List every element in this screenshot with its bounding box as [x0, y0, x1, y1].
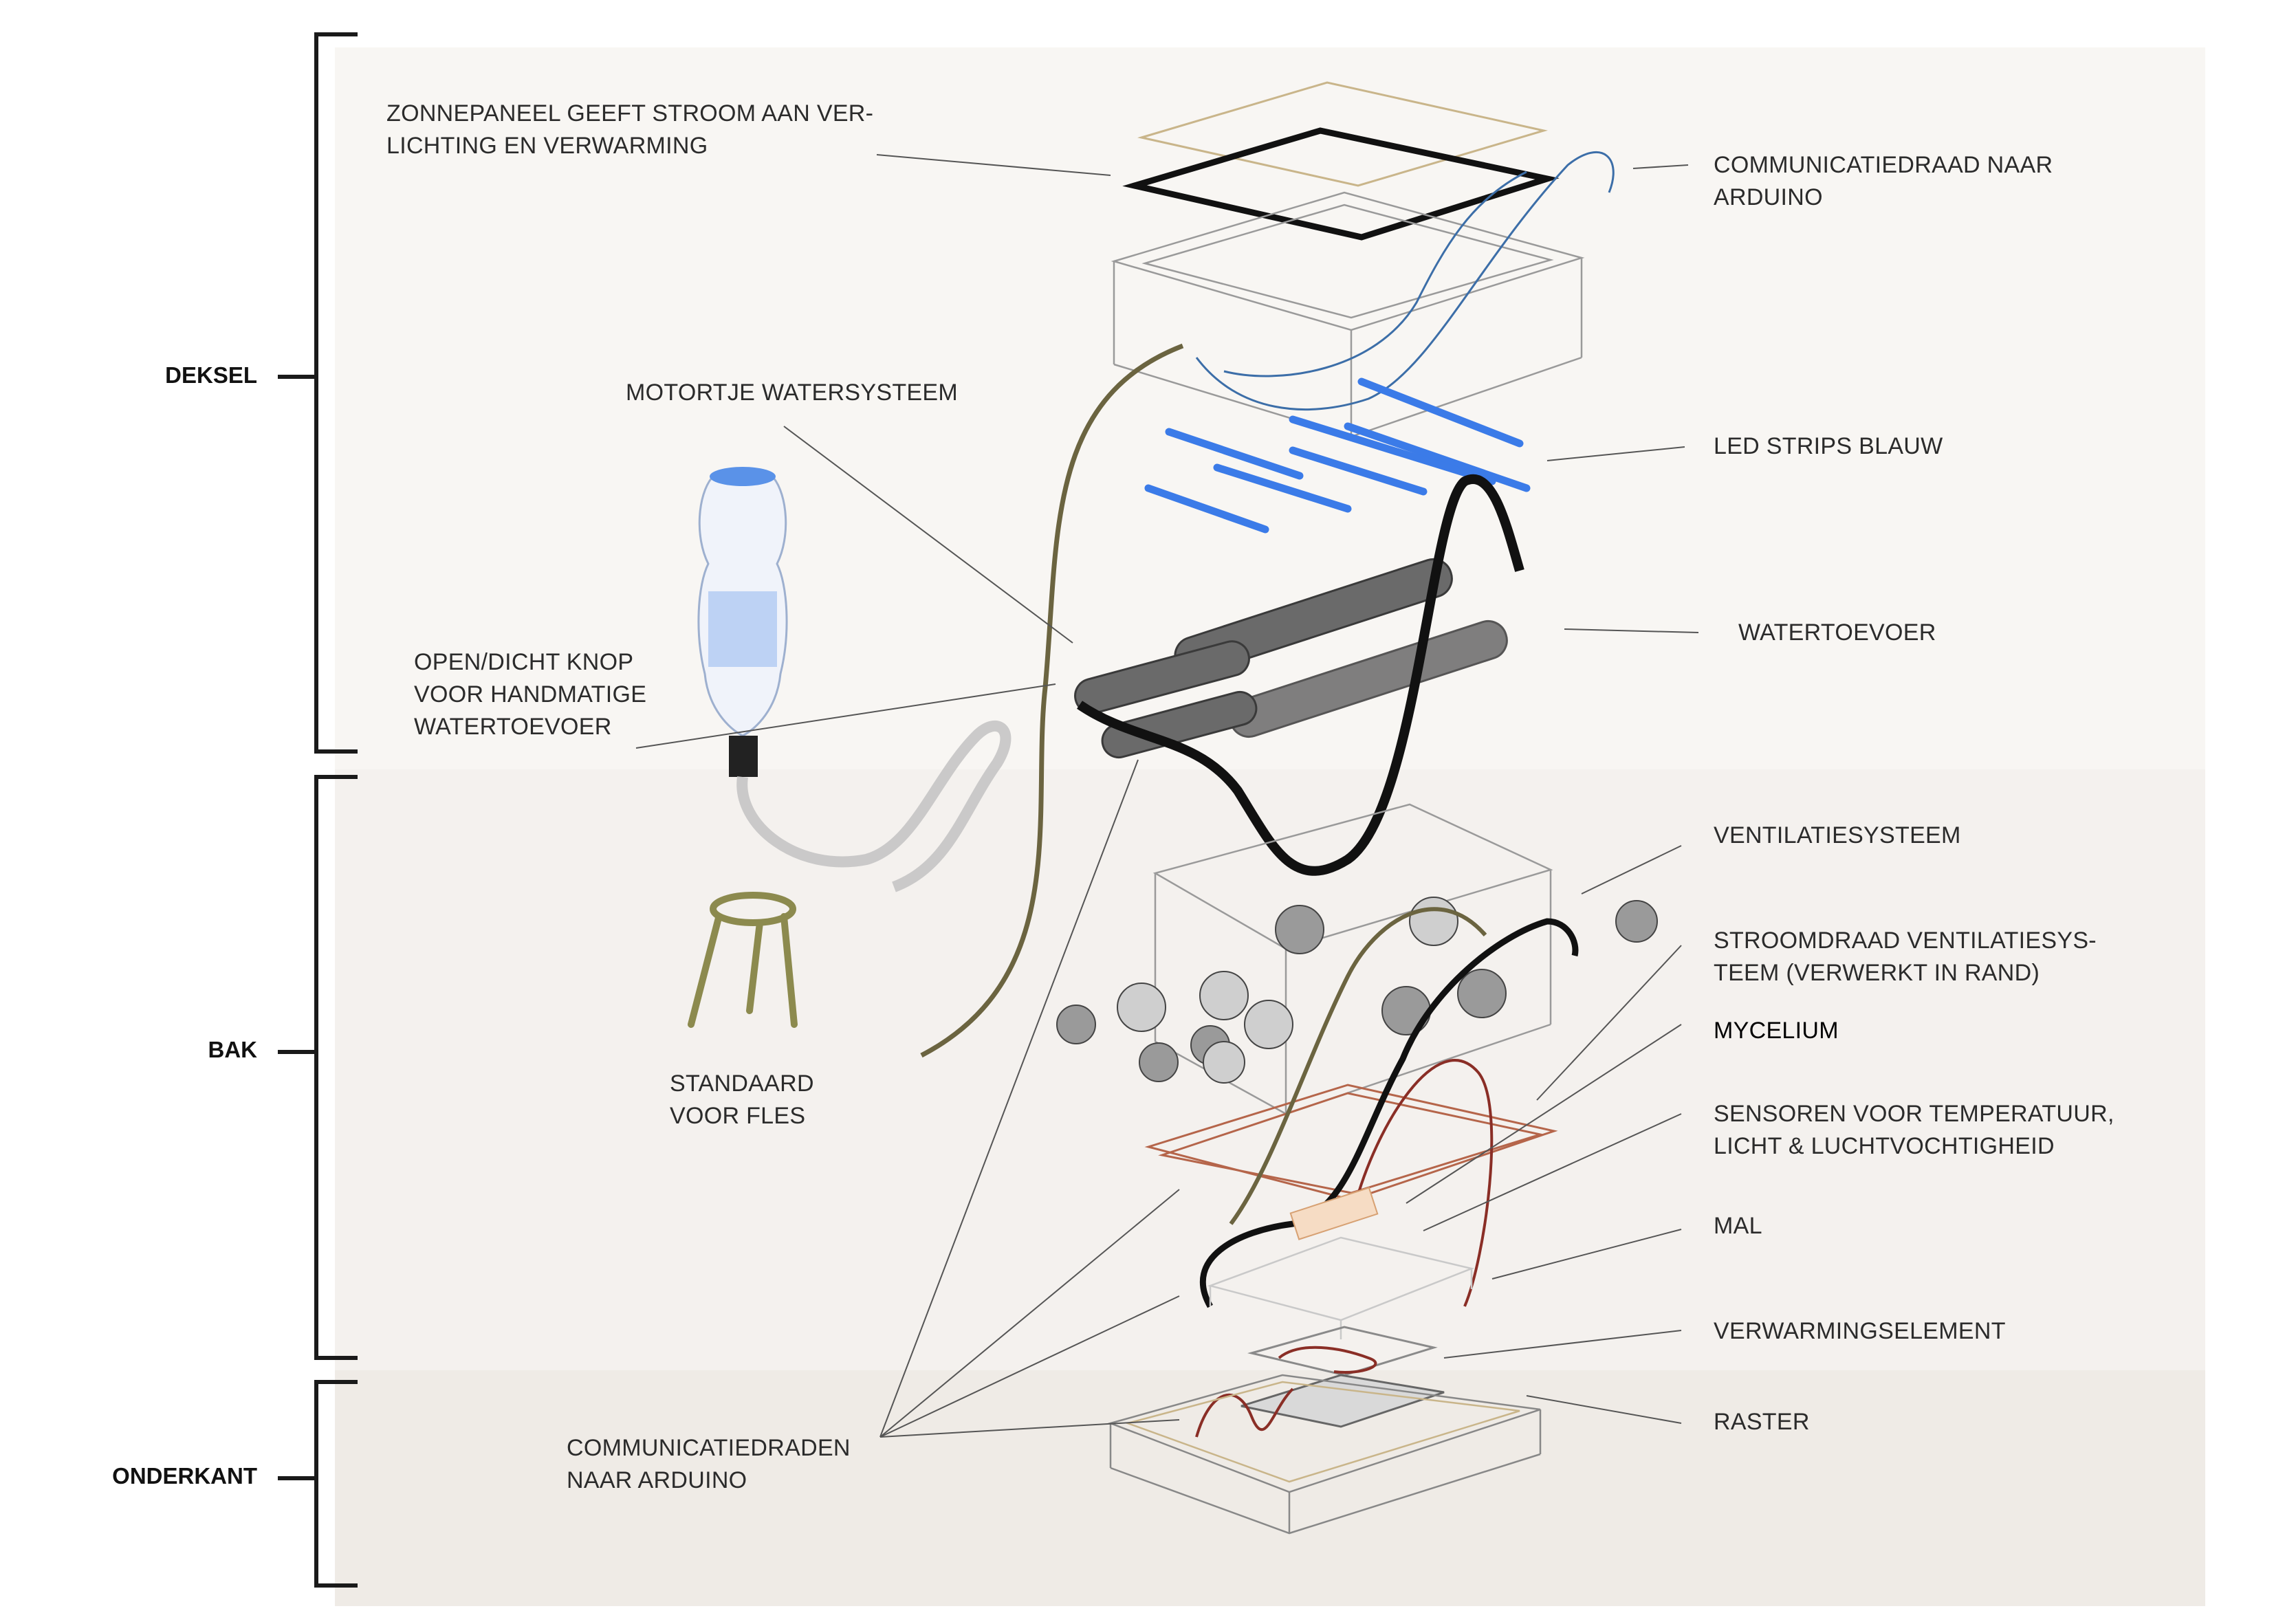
label-communicatiedraad: COMMUNICATIEDRAAD NAAR ARDUINO — [1714, 152, 2053, 210]
bracket-bak — [314, 775, 358, 1360]
water-supply — [1074, 558, 1508, 759]
black-cable — [1077, 474, 1524, 876]
label-standaard: STANDAARD VOOR FLES — [670, 1071, 814, 1129]
mould — [1207, 1236, 1475, 1339]
leader-lines — [635, 154, 1699, 1438]
bottle-stand — [688, 892, 798, 1028]
section-onderkant: ONDERKANT — [112, 1463, 257, 1489]
label-mycelium: MYCELIUM — [1714, 1018, 1839, 1044]
mycelium-frame — [1144, 1084, 1558, 1201]
label-raster: RASTER — [1714, 1409, 1810, 1435]
lid-box — [1111, 191, 1585, 438]
label-motortje: MOTORTJE WATERSYSTEEM — [626, 380, 958, 406]
label-verwarmingselement: VERWARMINGSELEMENT — [1714, 1318, 2006, 1344]
bracket-onderkant — [314, 1380, 358, 1588]
heating-element — [1247, 1326, 1438, 1376]
olive-wire — [920, 343, 1184, 1058]
label-open-dicht: OPEN/DICHT KNOP VOOR HANDMATIGE WATERTOE… — [414, 649, 647, 740]
olive-wire-box — [1229, 907, 1487, 1225]
blue-wires — [1195, 151, 1615, 411]
ventilation-fans — [1056, 897, 1658, 1084]
black-cable-box — [1199, 918, 1579, 1308]
water-bottle — [697, 467, 1012, 892]
label-led-strips: LED STRIPS BLAUW — [1714, 433, 1943, 459]
copper-wire-low — [1195, 1387, 1294, 1438]
led-strips — [1144, 377, 1531, 534]
base-box — [1108, 1374, 1542, 1535]
section-bak: BAK — [208, 1037, 258, 1062]
label-sensoren: SENSOREN VOOR TEMPERATUUR, LICHT & LUCHT… — [1714, 1101, 2114, 1159]
label-watertoevoer: WATERTOEVOER — [1738, 619, 1936, 646]
label-stroomdraad: STROOMDRAAD VENTILATIESYS- TEEM (VERWERK… — [1714, 928, 2097, 986]
bak-band — [335, 769, 2205, 1370]
section-deksel: DEKSEL — [165, 362, 257, 388]
sensor — [1289, 1187, 1379, 1240]
label-communicatiedraden: COMMUNICATIEDRADEN NAAR ARDUINO — [567, 1435, 851, 1493]
bracket-deksel — [314, 32, 358, 754]
label-ventilatiesysteem: VENTILATIESYSTEEM — [1714, 822, 1961, 848]
solar-panel — [1122, 81, 1560, 241]
label-mal: MAL — [1714, 1213, 1762, 1239]
copper-wire — [1353, 1059, 1494, 1307]
label-zonnepaneel: ZONNEPANEEL GEEFT STROOM AAN VER- LICHTI… — [386, 100, 874, 159]
section-brackets — [278, 32, 358, 1588]
